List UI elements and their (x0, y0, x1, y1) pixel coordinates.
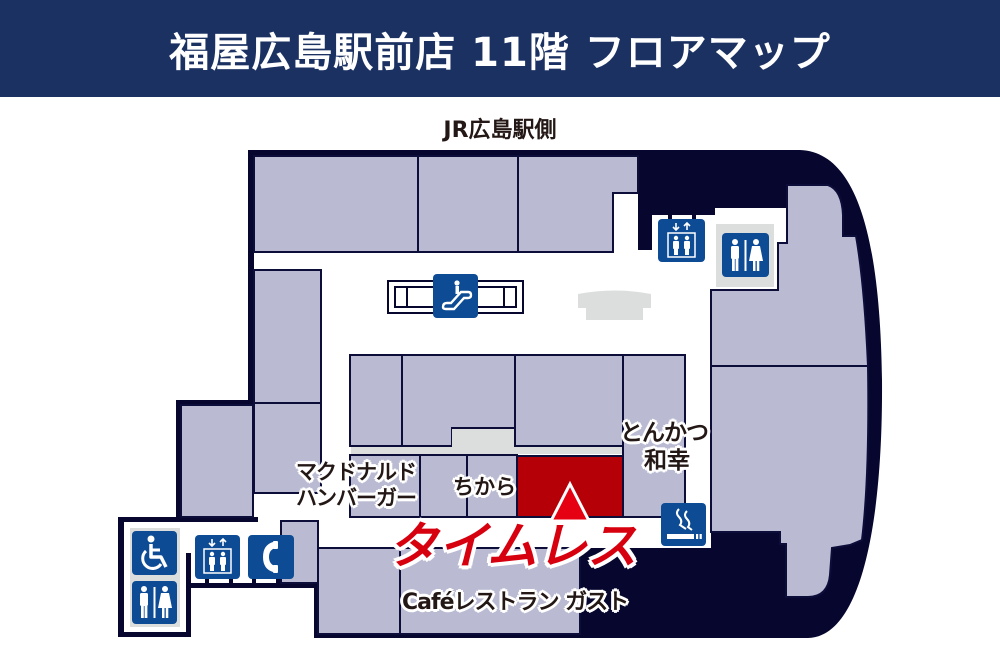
telephone-icon (248, 535, 294, 579)
store-right-lower (710, 365, 870, 598)
store-label-gusto: Caféレストラン ガスト (402, 590, 629, 615)
page-title: 福屋広島駅前店 11階 フロアマップ (169, 29, 831, 76)
store-logo-timeless: タイムレス (388, 517, 637, 575)
restroom-icon (722, 233, 769, 277)
info-counter (578, 290, 651, 320)
pillar (668, 215, 672, 220)
store-top-2 (417, 155, 519, 253)
store-left-2 (253, 402, 322, 494)
restroom-icon (132, 581, 177, 624)
location-marker-icon (548, 480, 592, 523)
store-left-1 (253, 269, 322, 404)
store-center-5 (419, 454, 468, 518)
store-wako (622, 354, 686, 518)
store-bottom-2 (399, 547, 581, 635)
store-label-wako: 和幸 (644, 448, 690, 474)
store-top-1 (253, 155, 419, 253)
elevator-icon (195, 535, 240, 579)
store-label-mcdonalds: マクドナルド (296, 460, 417, 484)
store-center-1 (349, 354, 403, 447)
escalator-icon (433, 274, 478, 318)
store-left-3 (180, 404, 254, 518)
wheelchair-accessible-icon (132, 531, 177, 575)
elevator-icon (658, 219, 705, 262)
page-header: 福屋広島駅前店 11階 フロアマップ (0, 0, 1000, 97)
store-bottom-1 (317, 547, 401, 635)
stores (180, 155, 870, 635)
pillar (692, 215, 696, 220)
store-chikara (466, 454, 518, 518)
store-top-3 (517, 155, 639, 253)
store-label-wako-category: とんかつ (620, 420, 709, 446)
smoking-area-icon (661, 503, 706, 546)
store-center-3 (514, 354, 624, 447)
walls (118, 150, 640, 638)
center-passage (351, 429, 622, 454)
store-label-chikara: ちから (453, 475, 516, 499)
direction-label: JR広島駅側 (443, 118, 557, 143)
store-label-mcdonalds-sub: ハンバーガー (296, 486, 417, 510)
